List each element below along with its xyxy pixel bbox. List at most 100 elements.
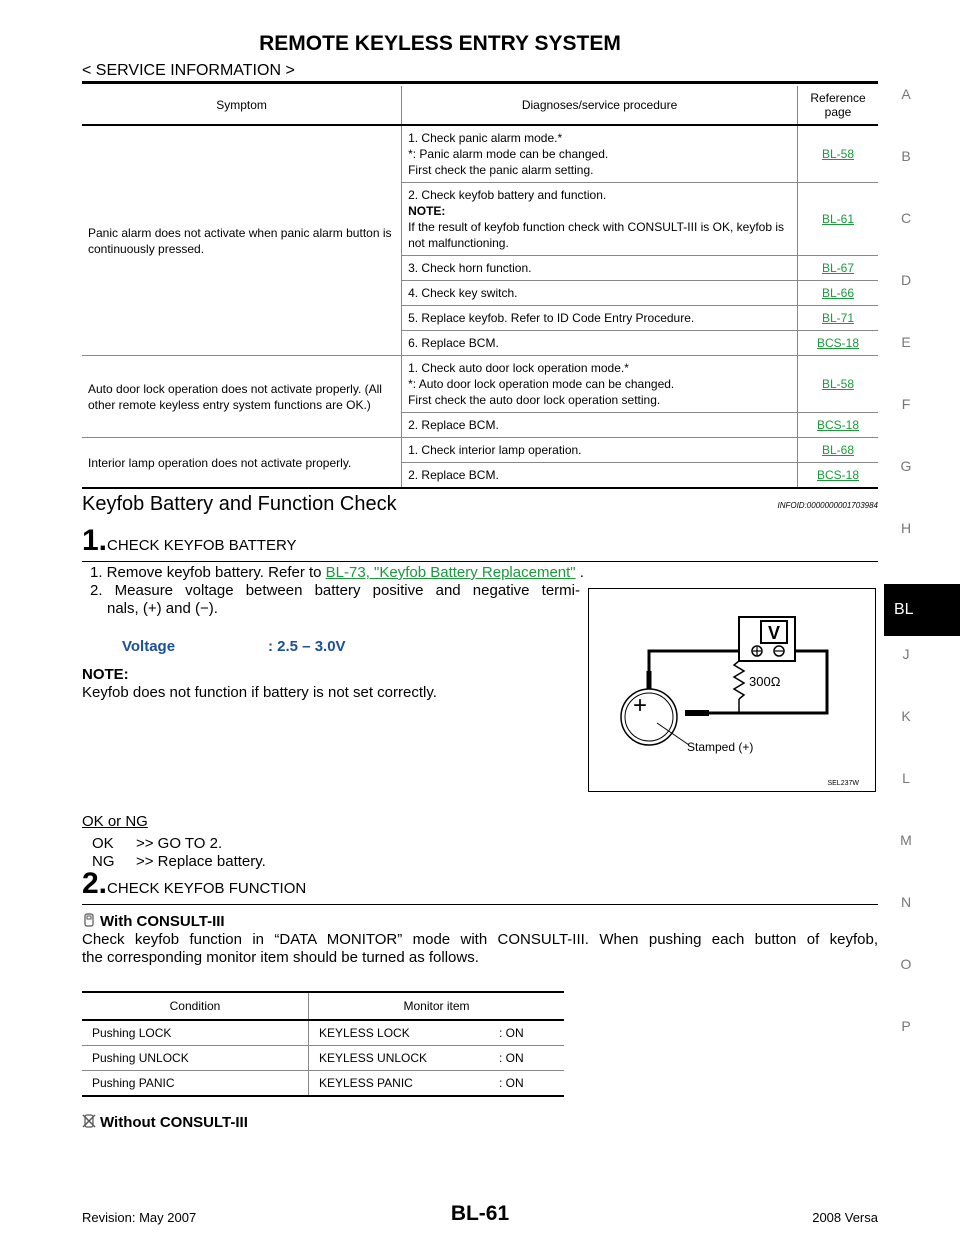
- procedure-line: 1. Check interior lamp operation.: [408, 443, 582, 457]
- battery-plus-label: +: [633, 692, 647, 719]
- voltage-measurement-diagram: V 300Ω + Stamped (+) SEL237W: [588, 588, 876, 792]
- side-tab-active[interactable]: BL: [884, 584, 960, 636]
- side-tab-h[interactable]: H: [900, 520, 912, 536]
- procedure-line: 2. Replace BCM.: [408, 468, 499, 482]
- symptom-cell: Auto door lock operation does not activa…: [82, 355, 403, 438]
- procedure-line: First check the panic alarm setting.: [408, 163, 594, 177]
- side-tab-b[interactable]: B: [901, 148, 911, 164]
- procedure-line: *: Panic alarm mode can be changed.: [408, 147, 609, 161]
- section-title: Keyfob Battery and Function Check: [82, 493, 397, 515]
- reference-link[interactable]: BL-58: [821, 147, 855, 161]
- procedure-line: *: Auto door lock operation mode can be …: [408, 377, 675, 391]
- step-1-item-2-line-2: nals, (+) and (−).: [107, 600, 218, 617]
- page-subtitle: < SERVICE INFORMATION >: [82, 62, 295, 79]
- side-tab-p[interactable]: P: [901, 1018, 911, 1034]
- procedure-line: 2. Check keyfob battery and function.: [408, 188, 607, 202]
- footer-page-number: BL-61: [450, 1202, 510, 1225]
- side-tab-f[interactable]: F: [901, 396, 911, 412]
- reference-cell: BL-58: [797, 355, 878, 413]
- table-row: Auto door lock operation does not activa…: [82, 355, 878, 438]
- without-consult-heading: Without CONSULT-III: [82, 1114, 248, 1131]
- reference-link[interactable]: BCS-18: [816, 336, 860, 350]
- monitor-item-cell: KEYLESS UNLOCK : ON: [308, 1045, 564, 1071]
- reference-link[interactable]: BL-61: [821, 212, 855, 226]
- side-tab-l[interactable]: L: [902, 770, 910, 786]
- monitor-item-value: : ON: [499, 1051, 524, 1065]
- monitor-item-cell: KEYLESS LOCK : ON: [308, 1020, 564, 1046]
- page-title: REMOTE KEYLESS ENTRY SYSTEM: [259, 32, 621, 55]
- col-header-monitor-item: Monitor item: [308, 991, 564, 1021]
- header-rule: [82, 81, 878, 84]
- step-1-heading: 1.CHECK KEYFOB BATTERY: [82, 524, 297, 557]
- footer-model: 2008 Versa: [812, 1210, 878, 1225]
- side-tab-c[interactable]: C: [900, 210, 912, 226]
- reference-link[interactable]: BL-67: [821, 261, 855, 275]
- step-1-item-1: 1. Remove keyfob battery. Refer to BL-73…: [90, 564, 584, 581]
- reference-link[interactable]: BL-58: [821, 377, 855, 391]
- side-tab-k[interactable]: K: [901, 708, 911, 724]
- with-consult-heading: With CONSULT-III: [82, 913, 225, 930]
- monitor-item-name: KEYLESS LOCK: [319, 1026, 410, 1040]
- side-tab-o[interactable]: O: [900, 956, 912, 972]
- procedure-line: 2. Replace BCM.: [408, 418, 499, 432]
- meter-label: V: [768, 623, 780, 643]
- reference-link[interactable]: BCS-18: [816, 418, 860, 432]
- reference-link[interactable]: BCS-18: [816, 468, 860, 482]
- reference-cell: BCS-18: [797, 330, 878, 356]
- table-row: Panic alarm does not activate when panic…: [82, 125, 878, 356]
- circuit-illustration: V 300Ω + Stamped (+) SEL237W: [620, 616, 859, 787]
- side-tab-m[interactable]: M: [900, 832, 912, 848]
- procedure-cell: 4. Check key switch.: [401, 280, 798, 306]
- monitor-item-name: KEYLESS PANIC: [319, 1076, 413, 1090]
- table-row: 2. Check keyfob battery and function.NOT…: [82, 182, 878, 256]
- monitor-item-cell: KEYLESS PANIC: ON: [308, 1070, 564, 1097]
- condition-cell: Pushing UNLOCK: [82, 1045, 309, 1071]
- side-tab-a[interactable]: A: [901, 86, 911, 102]
- table-row: 2. Replace BCM. BCS-18: [82, 412, 878, 438]
- procedure-line: First check the auto door lock operation…: [408, 393, 661, 407]
- voltage-label: Voltage: [122, 638, 176, 655]
- procedure-cell: 6. Replace BCM.: [401, 330, 798, 356]
- monitor-item-value: : ON: [499, 1026, 524, 1040]
- reference-cell: BL-61: [797, 182, 878, 256]
- table-row: 5. Replace keyfob. Refer to ID Code Entr…: [82, 305, 878, 331]
- reference-link[interactable]: BL-68: [821, 443, 855, 457]
- procedure-line: If the result of keyfob function check w…: [408, 220, 785, 250]
- side-tab-j[interactable]: J: [902, 646, 910, 662]
- no-consult-tool-icon: [82, 1114, 96, 1128]
- reference-link[interactable]: BL-66: [821, 286, 855, 300]
- note-label: NOTE:: [82, 666, 129, 683]
- ok-label: OK: [92, 835, 114, 852]
- reference-cell: BL-68: [797, 437, 878, 463]
- monitor-item-name: KEYLESS UNLOCK: [319, 1051, 428, 1065]
- table-row: 4. Check key switch. BL-66: [82, 280, 878, 306]
- procedure-line: 1. Check auto door lock operation mode.*: [408, 361, 629, 375]
- reference-cell: BL-71: [797, 305, 878, 331]
- ok-text: >> GO TO 2.: [136, 835, 223, 852]
- figure-code: SEL237W: [827, 780, 859, 787]
- procedure-cell: 2. Replace BCM.: [401, 462, 798, 489]
- table-row: Interior lamp operation does not activat…: [82, 437, 878, 489]
- resistor-label: 300Ω: [749, 674, 781, 689]
- table-row: 3. Check horn function. BL-67: [82, 255, 878, 281]
- note-text: Keyfob does not function if battery is n…: [82, 684, 437, 701]
- side-tab-g[interactable]: G: [900, 458, 912, 474]
- side-tab-n[interactable]: N: [900, 894, 912, 910]
- ng-text: >> Replace battery.: [136, 853, 266, 870]
- reference-cell: BCS-18: [797, 412, 878, 438]
- link-keyfob-battery-replacement[interactable]: BL-73, "Keyfob Battery Replacement": [325, 564, 576, 581]
- side-tab-e[interactable]: E: [901, 334, 911, 350]
- procedure-line: 4. Check key switch.: [408, 286, 518, 300]
- with-consult-text-line-2: the corresponding monitor item should be…: [82, 949, 479, 966]
- procedure-cell: 3. Check horn function.: [401, 255, 798, 281]
- table-row: Pushing UNLOCK KEYLESS UNLOCK : ON: [82, 1045, 564, 1071]
- step-1-rule: [82, 561, 878, 562]
- procedure-cell: 5. Replace keyfob. Refer to ID Code Entr…: [401, 305, 798, 331]
- consult-tool-icon: [82, 913, 96, 927]
- reference-link[interactable]: BL-71: [821, 311, 855, 325]
- with-consult-text-line-1: Check keyfob function in “DATA MONITOR” …: [82, 931, 878, 948]
- voltage-value: : 2.5 – 3.0V: [268, 638, 346, 655]
- side-tab-d[interactable]: D: [900, 272, 912, 288]
- procedure-cell: 1. Check auto door lock operation mode.*…: [401, 355, 798, 413]
- step-2-heading: 2.CHECK KEYFOB FUNCTION: [82, 867, 307, 900]
